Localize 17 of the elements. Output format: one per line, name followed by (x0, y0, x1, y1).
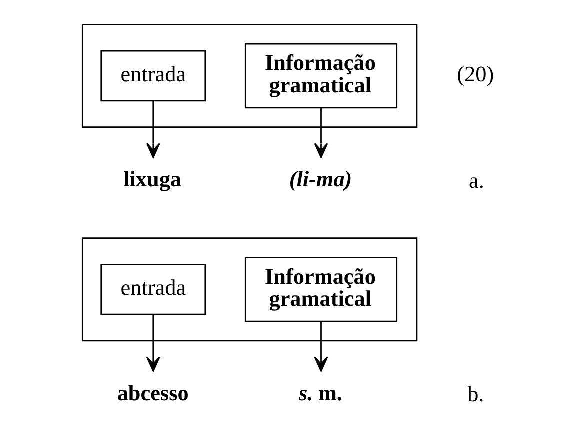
node-text: lixuga (123, 166, 182, 192)
arrow (314, 108, 328, 158)
label: b. (467, 382, 484, 407)
node-box: entrada (100, 50, 206, 102)
arrow (314, 322, 328, 372)
node-box: Informação gramatical (244, 257, 398, 322)
node-text: (li-ma) (288, 166, 352, 192)
cluster (81, 238, 418, 342)
arrow (146, 314, 160, 372)
label: (20) (456, 61, 494, 86)
label: a. (468, 168, 484, 194)
node-text: abcesso (116, 380, 188, 406)
node-text: s. m. (298, 380, 342, 406)
node-box: Informação gramatical (244, 43, 398, 109)
node-box: entrada (100, 264, 206, 316)
cluster (81, 24, 418, 128)
arrow (146, 101, 160, 158)
